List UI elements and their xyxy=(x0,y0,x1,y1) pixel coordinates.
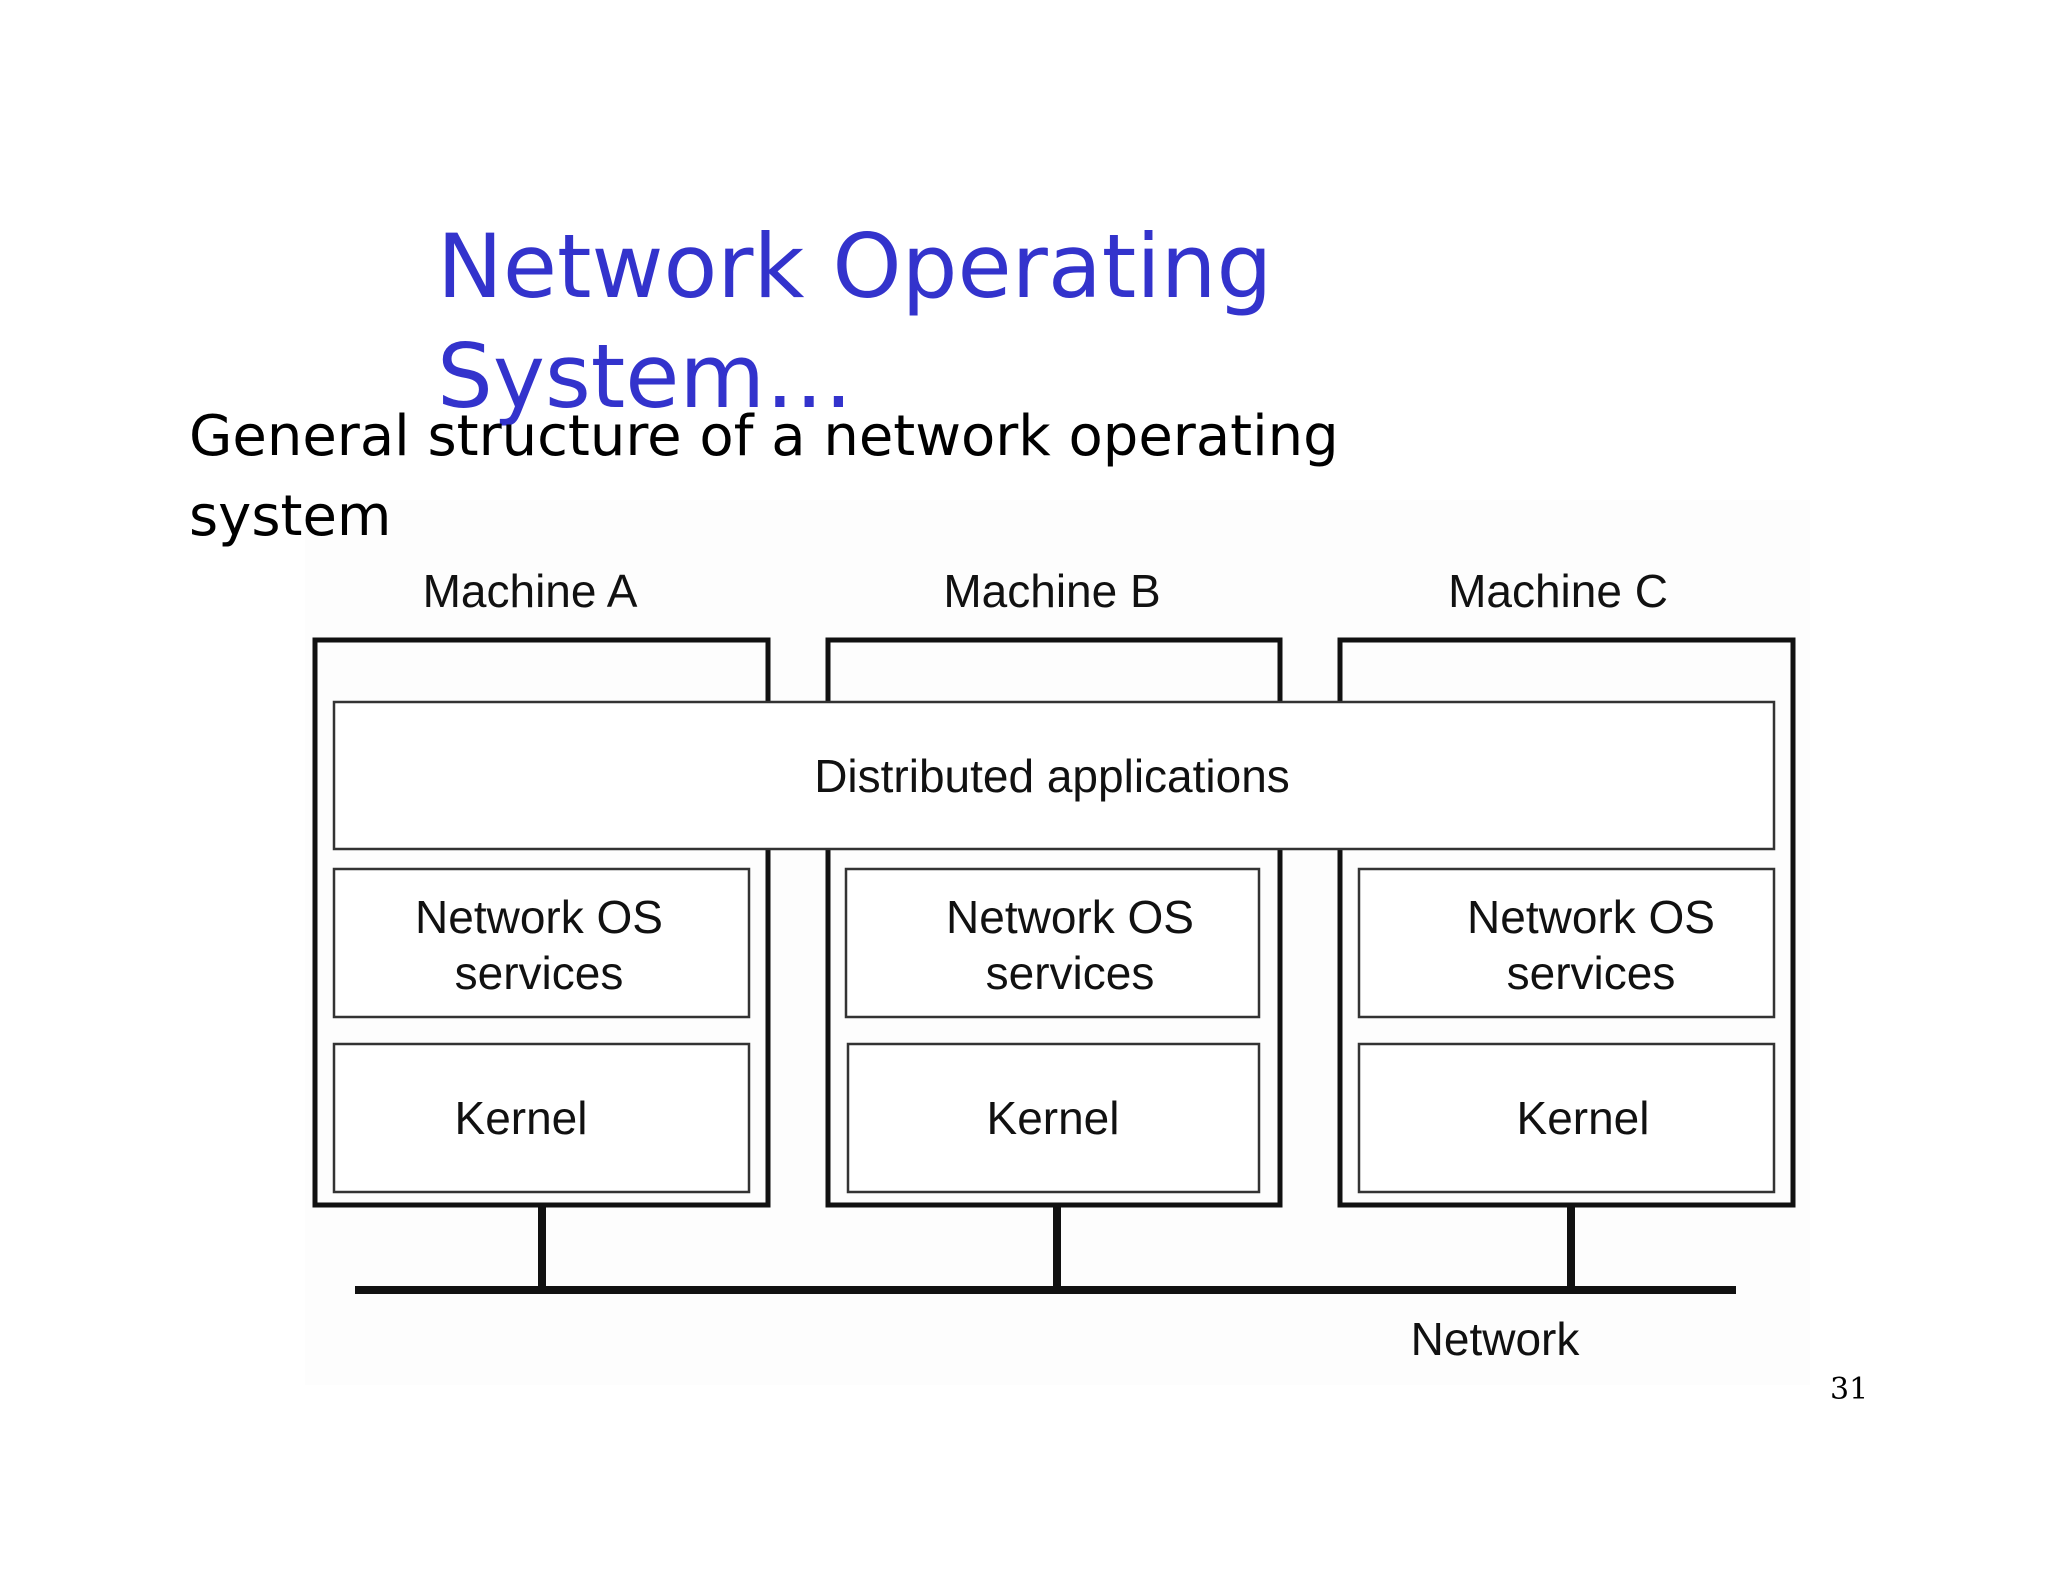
machine-c-services-line2: services xyxy=(1507,947,1676,999)
distributed-applications-layer xyxy=(332,700,1776,851)
page-number: 31 xyxy=(1830,1372,1869,1407)
machine-a-label: Machine A xyxy=(423,565,638,617)
machine-a-services-line2: services xyxy=(455,947,624,999)
machine-c-services-line1: Network OS xyxy=(1467,891,1715,943)
machine-b-kernel-box xyxy=(846,1042,1261,1194)
machine-b-label: Machine B xyxy=(943,565,1160,617)
distributed-applications-label: Distributed applications xyxy=(814,750,1290,802)
slide-title: Network Operating System… xyxy=(437,215,1273,428)
machine-c-kernel-box xyxy=(1357,1042,1776,1194)
machine-a-services-line1: Network OS xyxy=(415,891,663,943)
machine-c-box xyxy=(1337,637,1796,1208)
machine-a-services-box xyxy=(332,867,751,1019)
slide-subtitle: General structure of a network operating… xyxy=(189,404,1339,549)
diagram-canvas: Machine A Machine B Machine C Distribute… xyxy=(312,565,1796,1365)
machine-c-services-box xyxy=(1357,867,1776,1019)
machine-c-kernel-label: Kernel xyxy=(1517,1092,1650,1144)
machine-a-kernel-box xyxy=(332,1042,751,1194)
machine-c-label: Machine C xyxy=(1448,565,1668,617)
machine-b-services-line2: services xyxy=(986,947,1155,999)
machine-b-services-box xyxy=(844,867,1261,1019)
network-os-diagram: Machine A Machine B Machine C Distribute… xyxy=(305,500,1810,1385)
machine-b-services-line1: Network OS xyxy=(946,891,1194,943)
machine-a-kernel-label: Kernel xyxy=(455,1092,588,1144)
network-label: Network xyxy=(1411,1313,1581,1365)
machine-b-kernel-label: Kernel xyxy=(987,1092,1120,1144)
